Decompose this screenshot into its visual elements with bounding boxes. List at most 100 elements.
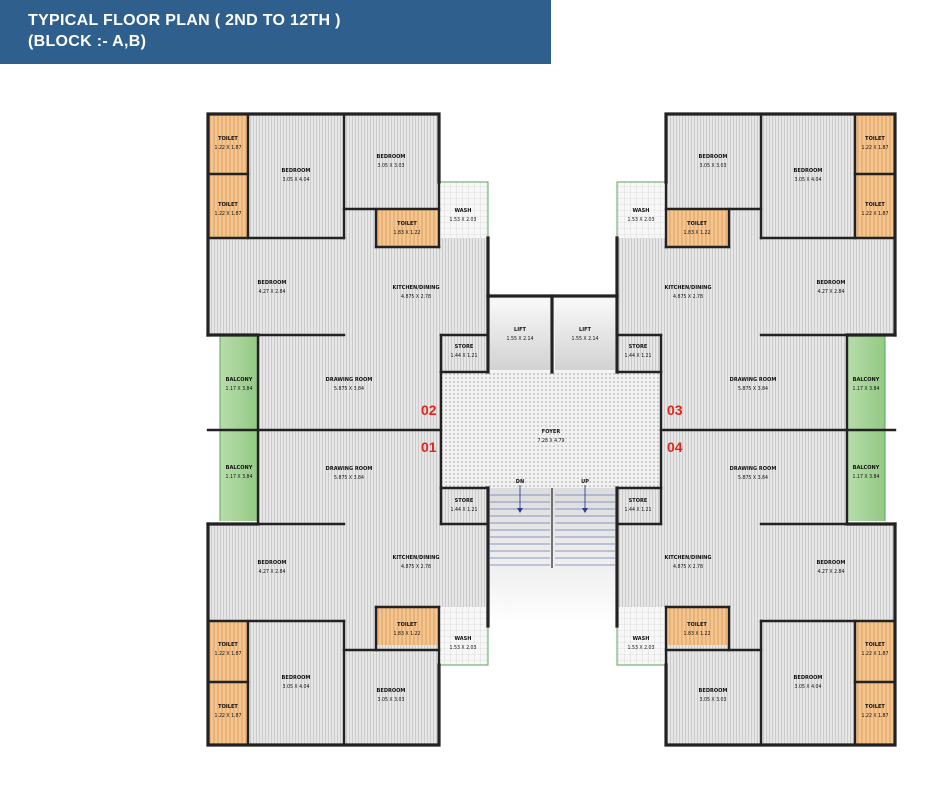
room-dimension: 1.53 X 2.03 <box>450 217 477 223</box>
room-dimension: 5.875 X 3.84 <box>334 475 364 481</box>
room-name: TOILET <box>397 221 417 227</box>
header-banner: TYPICAL FLOOR PLAN ( 2ND TO 12TH ) (BLOC… <box>0 0 551 64</box>
room-name: DRAWING ROOM <box>730 377 777 383</box>
room-name: TOILET <box>687 622 707 628</box>
room-dimension: 1.22 X 1.87 <box>862 651 889 657</box>
room-dimension: 1.44 X 1.21 <box>625 507 652 513</box>
room-dimension: 3.05 X 4.04 <box>795 177 822 183</box>
room-name: BEDROOM <box>258 560 287 566</box>
room-name: TOILET <box>865 202 885 208</box>
room-dimension: 4.27 X 2.84 <box>818 289 845 295</box>
room-dimension: 3.05 X 3.03 <box>378 697 405 703</box>
room-name: TOILET <box>397 622 417 628</box>
room-name: BALCONY <box>226 377 253 383</box>
room-dimension: 3.05 X 3.03 <box>700 697 727 703</box>
room-dimension: 3.05 X 3.03 <box>700 163 727 169</box>
room-name: STORE <box>629 344 648 350</box>
room-name: TOILET <box>865 642 885 648</box>
room-dimension: 4.875 X 2.78 <box>401 294 431 300</box>
room-name: BEDROOM <box>282 675 311 681</box>
room-name: WASH <box>454 208 471 214</box>
room-dimension: 4.875 X 2.78 <box>673 564 703 570</box>
room-name: BEDROOM <box>377 154 406 160</box>
room-dimension: 1.22 X 1.87 <box>862 211 889 217</box>
room-name: WASH <box>632 208 649 214</box>
room-dimension: 4.27 X 2.84 <box>259 289 286 295</box>
stair-up-arrow-icon <box>582 508 588 513</box>
room-name: TOILET <box>865 136 885 142</box>
room-name: BEDROOM <box>377 688 406 694</box>
stair-up-label: UP <box>581 479 589 485</box>
room-dimension: 1.17 X 3.84 <box>226 474 253 480</box>
room-name: TOILET <box>687 221 707 227</box>
room-fills <box>208 114 895 745</box>
room-name: TOILET <box>218 136 238 142</box>
lift-label: LIFT <box>514 327 527 333</box>
room-dimension: 3.05 X 4.04 <box>795 684 822 690</box>
room-name: KITCHEN/DINING <box>664 555 711 561</box>
foyer-dimension: 7.28 X 4.79 <box>538 438 565 444</box>
room-name: TOILET <box>865 704 885 710</box>
room-dimension: 4.27 X 2.84 <box>818 569 845 575</box>
room-dimension: 4.875 X 2.78 <box>401 564 431 570</box>
room-dimension: 1.53 X 2.03 <box>628 645 655 651</box>
room-dimension: 4.27 X 2.84 <box>259 569 286 575</box>
room-dimension: 1.22 X 1.87 <box>215 651 242 657</box>
room-dimension: 1.53 X 2.03 <box>450 645 477 651</box>
unit-number-03: 03 <box>667 402 683 418</box>
room-dimension: 1.22 X 1.87 <box>215 713 242 719</box>
plan-title: TYPICAL FLOOR PLAN ( 2ND TO 12TH ) <box>28 12 341 29</box>
room-dimension: 1.22 X 1.87 <box>862 145 889 151</box>
room-dimension: 3.05 X 3.03 <box>378 163 405 169</box>
room-name: WASH <box>454 636 471 642</box>
room-dimension: 1.17 X 3.84 <box>853 386 880 392</box>
room-name: BEDROOM <box>794 675 823 681</box>
room-name: BEDROOM <box>699 154 728 160</box>
room-name: KITCHEN/DINING <box>664 285 711 291</box>
unit-number-04: 04 <box>667 439 683 455</box>
room-dimension: 1.44 X 1.21 <box>451 353 478 359</box>
room-name: DRAWING ROOM <box>326 466 373 472</box>
room-name: WASH <box>632 636 649 642</box>
room-dimension: 4.875 X 2.78 <box>673 294 703 300</box>
room-name: BEDROOM <box>794 168 823 174</box>
room-dimension: 1.44 X 1.21 <box>451 507 478 513</box>
room-dimension: 5.875 X 3.84 <box>334 386 364 392</box>
room-dimension: 5.875 X 3.84 <box>738 475 768 481</box>
unit-number-01: 01 <box>421 439 437 455</box>
room-dimension: 1.53 X 2.03 <box>628 217 655 223</box>
room-name: KITCHEN/DINING <box>392 285 439 291</box>
room-name: BEDROOM <box>282 168 311 174</box>
room-dimension: 1.83 X 1.22 <box>684 230 711 236</box>
room-dimension: 3.05 X 4.04 <box>283 177 310 183</box>
room-name: BALCONY <box>853 465 880 471</box>
room-name: BEDROOM <box>817 560 846 566</box>
room-name: BEDROOM <box>817 280 846 286</box>
room-name: BALCONY <box>226 465 253 471</box>
room-labels: TOILET 1.22 X 1.87 TOILET 1.22 X 1.87 BE… <box>215 136 889 719</box>
room-dimension: 5.875 X 3.84 <box>738 386 768 392</box>
room-dimension: 1.17 X 3.84 <box>853 474 880 480</box>
room-name: DRAWING ROOM <box>730 466 777 472</box>
room-dimension: 1.22 X 1.87 <box>215 145 242 151</box>
room-name: TOILET <box>218 642 238 648</box>
unit-numbers: 02 01 03 04 <box>421 402 683 455</box>
staircase <box>490 485 615 568</box>
unit-number-02: 02 <box>421 402 437 418</box>
block-subtitle: (BLOCK :- A,B) <box>28 33 147 50</box>
walls <box>206 112 897 747</box>
lift-dimension: 1.55 X 2.14 <box>507 336 534 342</box>
foyer-label: FOYER <box>542 429 561 435</box>
room-name: STORE <box>455 498 474 504</box>
room-name: BEDROOM <box>699 688 728 694</box>
stair-down-label: DN <box>516 479 524 485</box>
room-name: TOILET <box>218 202 238 208</box>
room-dimension: 3.05 X 4.04 <box>283 684 310 690</box>
room-dimension: 1.44 X 1.21 <box>625 353 652 359</box>
room-name: TOILET <box>218 704 238 710</box>
room-dimension: 1.17 X 3.84 <box>226 386 253 392</box>
room-name: BEDROOM <box>258 280 287 286</box>
lift-dimension: 1.55 X 2.14 <box>572 336 599 342</box>
room-name: KITCHEN/DINING <box>392 555 439 561</box>
